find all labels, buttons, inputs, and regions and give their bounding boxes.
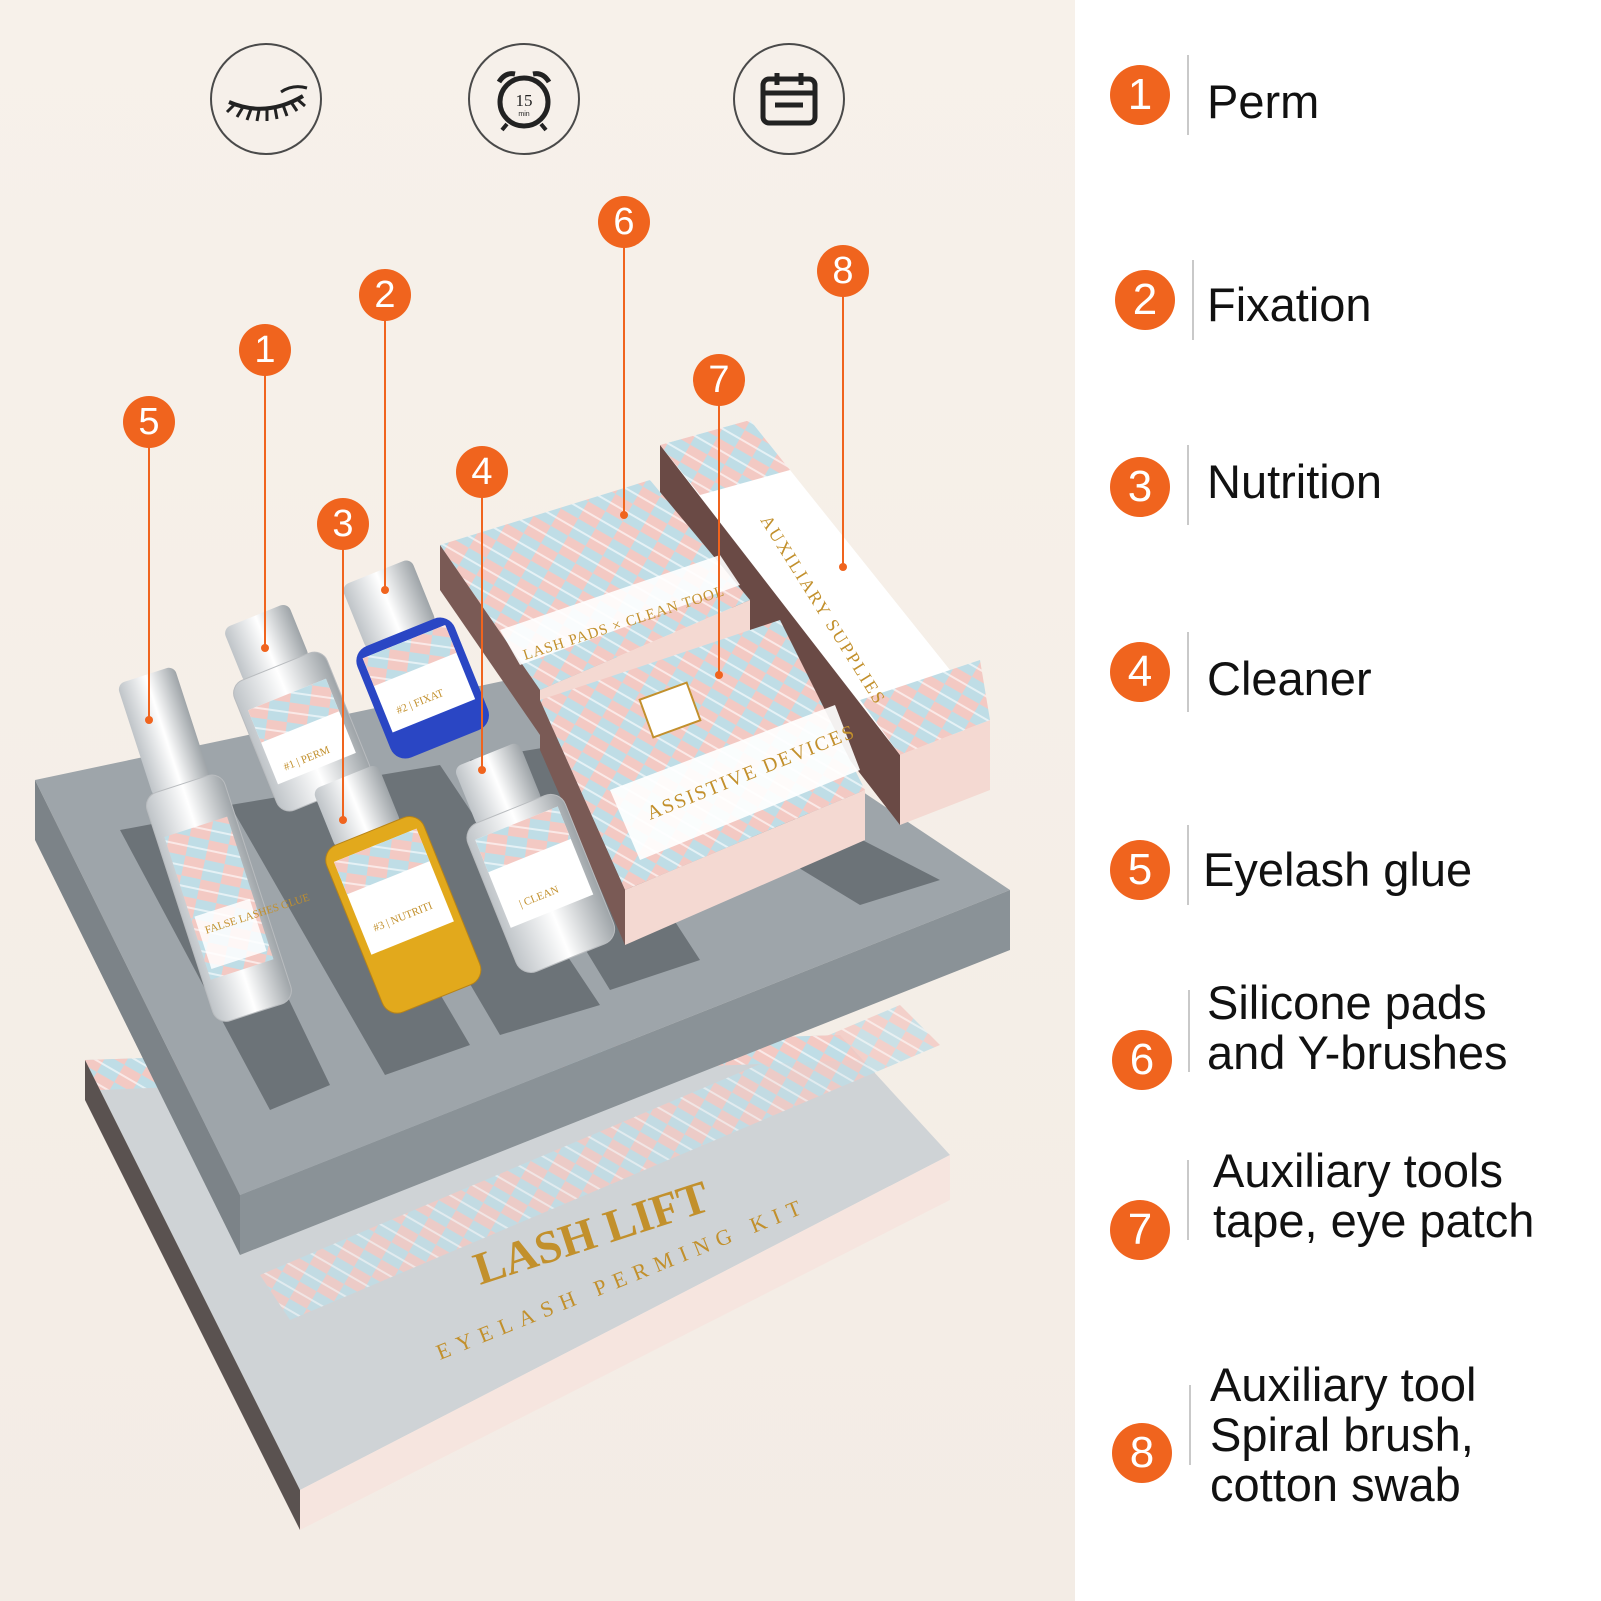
legend-divider [1187, 632, 1189, 712]
callout-badge-7: 7 [693, 354, 745, 406]
legend-label: Auxiliary tools tape, eye patch [1213, 1144, 1535, 1247]
legend-label: Eyelash glue [1203, 843, 1473, 896]
callout-line-3 [339, 545, 347, 824]
legend-label: Silicone pads and Y-brushes [1207, 976, 1508, 1079]
eyelash-icon [210, 43, 322, 155]
legend-label: Fixation [1207, 278, 1372, 331]
callout-line-8 [839, 292, 847, 571]
legend-badge: 5 [1110, 840, 1170, 900]
legend-badge: 8 [1112, 1423, 1172, 1483]
callout-badge-1: 1 [239, 324, 291, 376]
alarm-clock-icon: 15 min [468, 43, 580, 155]
legend-badge: 1 [1110, 65, 1170, 125]
legend-label: Cleaner [1207, 652, 1372, 705]
callout-line-2 [381, 315, 389, 594]
lash-lift-kit-illustration: AUXILIARY SUPPLIES LASH PADS × CLEAN TOO… [35, 420, 1010, 1530]
callout-line-4 [478, 490, 486, 774]
legend-divider [1188, 990, 1190, 1072]
callout-badge-3: 3 [317, 498, 369, 550]
clock-label: 15 [516, 91, 533, 110]
callout-line-1 [261, 368, 269, 652]
legend-divider [1189, 1385, 1191, 1465]
legend-badge: 2 [1115, 270, 1175, 330]
callout-badge-5: 5 [123, 396, 175, 448]
calendar-icon [733, 43, 845, 155]
legend-badge: 3 [1110, 457, 1170, 517]
legend-panel: 1 Perm 2 Fixation 3 Nutrition 4 Cleaner … [1080, 0, 1601, 1601]
callout-badge-4: 4 [456, 446, 508, 498]
callout-badge-8: 8 [817, 245, 869, 297]
legend-label: Auxiliary tool Spiral brush, cotton swab [1210, 1358, 1477, 1511]
legend-badge: 4 [1110, 642, 1170, 702]
callout-badge-6: 6 [598, 196, 650, 248]
callout-line-6 [620, 245, 628, 519]
clock-sublabel: min [518, 111, 529, 118]
legend-label: Perm [1207, 75, 1320, 128]
legend-divider [1187, 825, 1189, 905]
legend-divider [1187, 55, 1189, 135]
callout-line-7 [715, 400, 723, 679]
callout-line-5 [145, 440, 153, 724]
legend-label: Nutrition [1207, 455, 1383, 508]
product-scene: 15 min [0, 0, 1075, 1601]
legend-divider [1187, 445, 1189, 525]
legend-divider [1192, 260, 1194, 340]
legend-divider [1187, 1160, 1189, 1240]
legend-badge: 7 [1110, 1200, 1170, 1260]
callout-badge-2: 2 [359, 269, 411, 321]
legend-badge: 6 [1112, 1030, 1172, 1090]
